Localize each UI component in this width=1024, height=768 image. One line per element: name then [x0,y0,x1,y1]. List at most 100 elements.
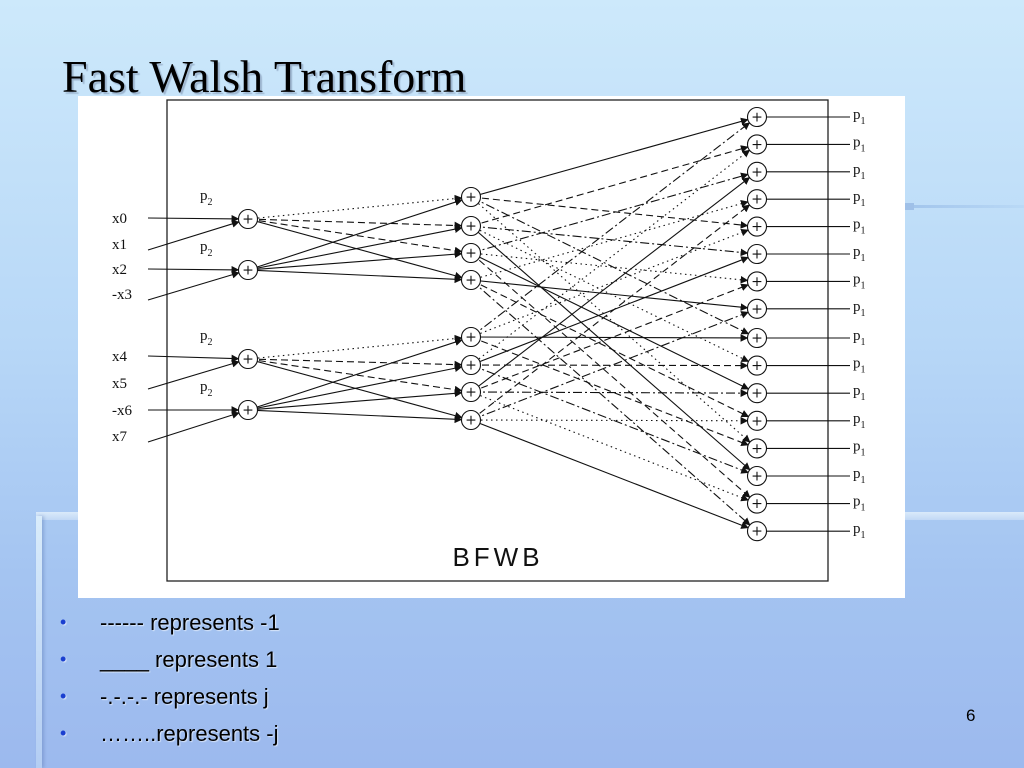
stage2-edge [470,419,749,529]
svg-text:+: + [751,441,763,457]
input-label: x4 [112,349,128,365]
bullet-item-j: • -.-.-.- represents j [60,678,280,715]
output-label: p1 [853,411,866,431]
stage2-adder-node: + [460,409,482,431]
decorative-square [905,203,914,210]
stage1-edge [247,218,463,230]
stage2-edge [470,361,749,370]
stage2-edge [470,256,749,366]
bullet-marker: • [60,649,67,669]
bullet-item-one: • ____ represents 1 [60,641,280,678]
output-label: p1 [853,134,866,154]
stage1-label: p2 [200,328,213,348]
input-label: x7 [112,429,128,445]
stage2-edge [470,364,749,474]
diagram-nodes: ++++++++++++++++++++++++++++ [237,106,768,542]
stage2-adder-node: + [460,242,482,264]
diagram-caption: BFWB [452,542,543,572]
svg-text:+: + [751,358,763,374]
svg-text:+: + [465,273,477,289]
svg-text:+: + [751,301,763,317]
input-edge [147,411,240,443]
bullet-marker: • [60,686,67,706]
stage1-adder-node: + [237,348,259,370]
svg-text:+: + [751,524,763,540]
stage1-edge [247,218,463,280]
stage1-edge [247,194,463,220]
svg-text:+: + [465,246,477,262]
stage2-adder-node: + [460,269,482,291]
stage1-edge [247,389,463,411]
stage1-edge [247,364,463,411]
stage1-edge [247,358,463,394]
stage2-edge [470,391,749,502]
stage1-adder-node: + [237,259,259,281]
output-label: p1 [853,466,866,486]
stage2-edge [470,416,749,425]
output-label: p1 [853,521,866,541]
bullet-item-minus-one: • ------ represents -1 [60,604,280,641]
bullet-text: ------ represents -1 [100,609,280,635]
svg-text:+: + [751,386,763,402]
stage2-adder-node: + [460,215,482,237]
stage2-edge [470,204,751,421]
stage1-edge [247,338,463,411]
input-label: x1 [112,237,127,253]
output-label: p1 [853,107,866,127]
bullet-marker: • [60,612,67,632]
stage2-edge [470,279,749,311]
svg-text:+: + [242,212,254,228]
stage1-edge [247,250,463,271]
output-adder-node: + [746,438,768,459]
stage2-edge [470,196,751,443]
output-adder-node: + [746,355,768,376]
stage2-edge [470,334,749,342]
output-label: p1 [853,244,866,264]
output-label: p1 [853,356,866,376]
bullet-item-minus-j: • ……..represents -j [60,715,280,752]
svg-text:+: + [751,413,763,429]
svg-text:+: + [751,247,763,263]
output-label: p1 [853,189,866,209]
svg-text:+: + [465,190,477,206]
stage2-edge [470,145,749,227]
output-label: p1 [853,299,866,319]
stage2-edge [470,252,751,498]
stage1-edge [247,334,463,360]
svg-text:+: + [751,219,763,235]
stage2-edge [470,196,750,335]
output-adder-node: + [746,298,768,319]
stage2-adder-node: + [460,186,482,208]
svg-text:+: + [751,137,763,153]
stage2-adder-node: + [460,326,482,348]
stage2-edge [470,225,751,471]
stage2-edge [470,311,749,421]
svg-text:+: + [465,385,477,401]
svg-text:+: + [751,192,763,208]
input-edge [147,354,240,363]
stage2-edge [470,225,749,257]
diagram-labels: x0x1x2-x3x4x5-x6x7p2p2p2p2p1p1p1p1p1p1p1… [112,107,866,541]
stage2-edge [470,279,751,526]
butterfly-diagram: ++++++++++++++++++++++++++++ x0x1x2-x3x4… [112,99,866,582]
output-adder-node: + [746,465,768,487]
svg-text:+: + [242,263,254,279]
svg-text:+: + [465,358,477,374]
bullet-text: -.-.-.- represents j [100,683,269,709]
stage1-edge [247,225,463,271]
output-label: p1 [853,494,866,514]
output-adder-node: + [746,134,768,155]
output-adder-node: + [746,383,768,404]
output-adder-node: + [746,243,768,265]
svg-text:+: + [751,469,763,485]
output-adder-node: + [746,189,768,210]
stage2-edge [470,177,751,393]
output-label: p1 [853,383,866,403]
stage2-edge [470,283,749,393]
decorative-band-left [36,516,42,768]
svg-text:+: + [751,331,763,347]
stage1-adder-node: + [237,208,259,230]
svg-text:+: + [465,219,477,235]
svg-text:+: + [751,164,763,180]
